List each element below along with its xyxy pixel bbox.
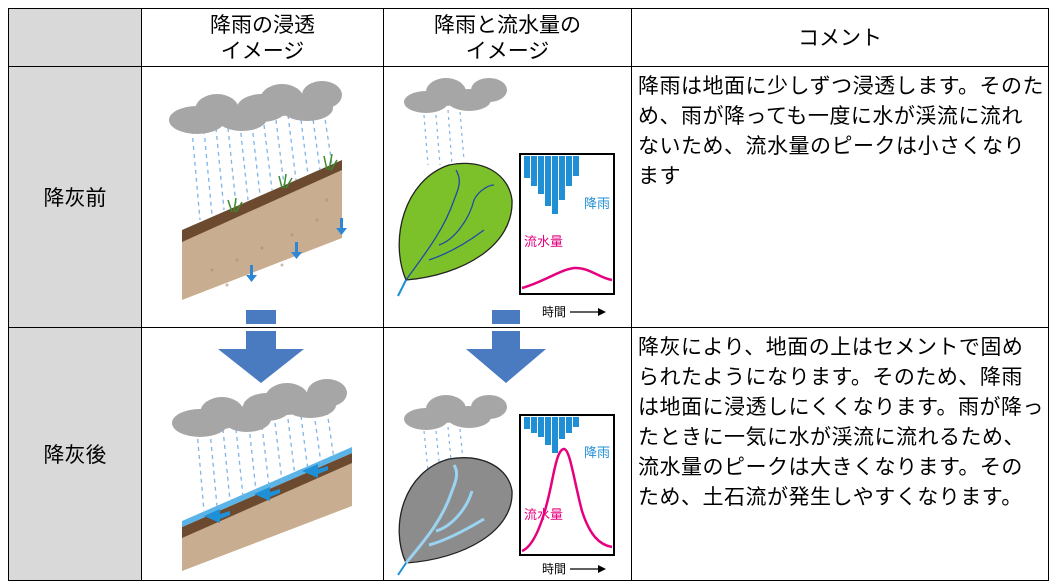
- hydrograph-frame: [519, 414, 615, 556]
- rain-label: 降雨: [584, 446, 610, 461]
- rain-bars: [524, 417, 579, 453]
- transition-arrow-icon: [246, 310, 276, 324]
- rain-flow-before-cell: 降雨 流水量 時間: [383, 66, 632, 328]
- comment-after: 降灰により、地面の上はセメントで固められたようになります。そのため、降雨は地面に…: [631, 327, 1049, 581]
- infiltration-after-illustration: [172, 331, 352, 571]
- row-label-after: 降灰後: [8, 327, 142, 581]
- flow-label: 流水量: [524, 235, 563, 250]
- grass-icon: [227, 153, 338, 213]
- transition-arrow-icon: [218, 331, 304, 383]
- header-rain-flow: 降雨と流水量の イメージ: [383, 8, 632, 67]
- row-before-ash: 降灰前: [8, 66, 1049, 328]
- flow-label: 流水量: [524, 508, 563, 523]
- rain-flow-after-cell: 降雨 流水量 時間: [383, 327, 632, 581]
- time-label: 時間: [542, 562, 566, 576]
- infiltration-before-illustration: [169, 81, 347, 324]
- row-label-before: 降灰前: [8, 66, 142, 328]
- infiltration-arrows: [246, 218, 347, 282]
- header-infiltration-line2: イメージ: [220, 38, 305, 63]
- transition-arrow-icon: [492, 310, 520, 324]
- cloud-icon: [172, 379, 347, 437]
- soil-layer: [182, 461, 352, 571]
- header-corner: [8, 8, 142, 67]
- comment-before: 降雨は地面に少しずつ浸透します。そのため、雨が降っても一度に水が渓流に流れないた…: [631, 66, 1049, 328]
- watershed-leaf-icon: [398, 162, 513, 281]
- infiltration-before-cell: [141, 66, 384, 328]
- rain-flow-after-illustration: 降雨 流水量 時間: [397, 331, 615, 576]
- runoff-arrows: [204, 464, 328, 523]
- flow-curve: [521, 266, 613, 290]
- time-label: 時間: [542, 305, 566, 319]
- rain-lines: [196, 410, 335, 512]
- cloud-icon: [404, 395, 507, 430]
- header-row: 降雨の浸透 イメージ 降雨と流水量の イメージ コメント: [8, 8, 1049, 67]
- ground-surface: [182, 160, 342, 242]
- cloud-icon: [404, 78, 507, 113]
- rain-lines: [191, 111, 333, 221]
- infiltration-after-cell: [141, 327, 384, 581]
- header-rain-flow-line1: 降雨と流水量の: [434, 12, 581, 37]
- row-after-ash: 降灰後: [8, 327, 1049, 581]
- rain-label: 降雨: [584, 197, 610, 212]
- soil-layer: [182, 165, 342, 300]
- header-comment: コメント: [631, 8, 1049, 67]
- header-infiltration-line1: 降雨の浸透: [210, 12, 315, 37]
- comparison-table: 降雨の浸透 イメージ 降雨と流水量の イメージ コメント 降灰前: [8, 8, 1049, 581]
- transition-arrow-icon: [466, 331, 546, 383]
- cloud-icon: [169, 81, 342, 134]
- rain-flow-before-illustration: 降雨 流水量 時間: [397, 78, 615, 324]
- rain-bars: [524, 156, 579, 214]
- header-rain-flow-line2: イメージ: [465, 38, 550, 63]
- flow-curve: [521, 447, 613, 553]
- header-infiltration: 降雨の浸透 イメージ: [141, 8, 384, 67]
- ash-water-layer: [182, 447, 352, 527]
